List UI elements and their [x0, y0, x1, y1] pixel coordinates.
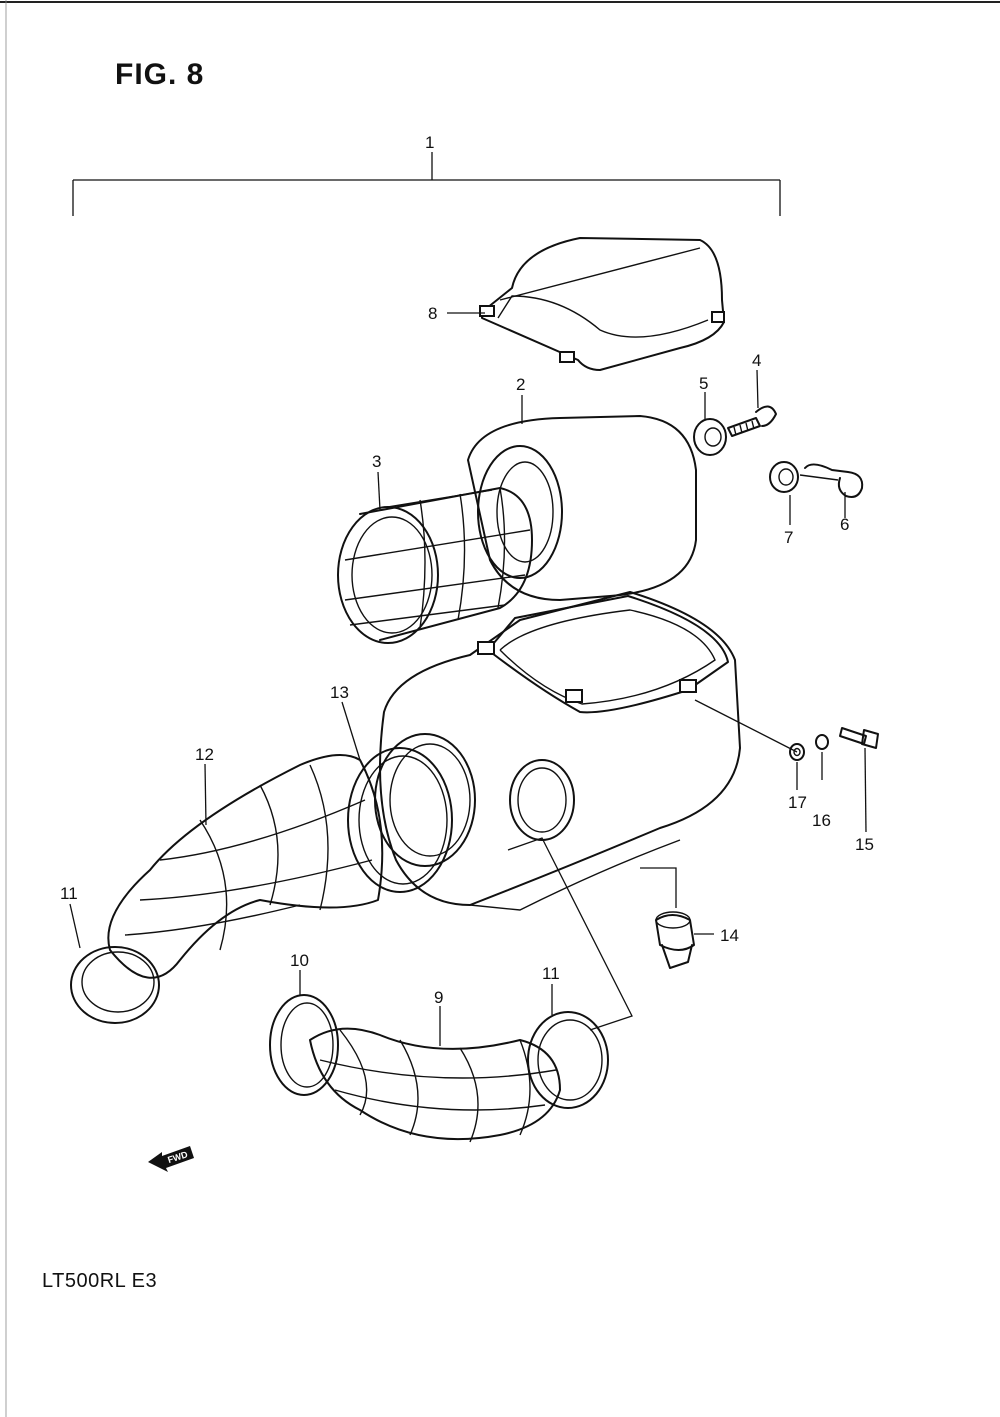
part-10-clamp[interactable] — [269, 994, 339, 1096]
callout-7: 7 — [784, 528, 793, 547]
callout-5: 5 — [699, 374, 708, 393]
part-8-cap[interactable] — [479, 237, 725, 371]
callout-17: 17 — [788, 793, 807, 812]
part-11-clamp-right[interactable] — [527, 1011, 609, 1109]
model-code: LT500RL E3 — [42, 1270, 158, 1292]
callout-13: 13 — [330, 683, 349, 702]
callout-14: 14 — [720, 926, 739, 945]
callout-16: 16 — [812, 811, 831, 830]
part-7-washer[interactable] — [769, 461, 799, 493]
callout-1: 1 — [425, 133, 434, 152]
figure-title: FIG. 8 — [115, 58, 205, 91]
air-cleaner-case[interactable] — [374, 591, 741, 911]
part-17-washer[interactable] — [789, 743, 805, 761]
part-9-outlet-duct[interactable] — [309, 1027, 561, 1143]
callout-6: 6 — [840, 515, 849, 534]
part-4-wing-bolt[interactable] — [727, 405, 777, 437]
leader-lines — [69, 312, 867, 1046]
callout-11-right: 11 — [542, 964, 560, 983]
part-15-bolt[interactable] — [839, 727, 879, 749]
callout-11-left: 11 — [60, 884, 78, 903]
callout-12: 12 — [195, 745, 214, 764]
part-5-grommet[interactable] — [693, 418, 727, 456]
part-2-filter-element[interactable] — [467, 415, 697, 601]
callout-4: 4 — [752, 351, 761, 370]
part-3-filter-cage[interactable] — [337, 487, 533, 644]
callout-15: 15 — [855, 835, 874, 854]
callout-8: 8 — [428, 304, 437, 323]
part-13-clamp-ring[interactable] — [347, 747, 453, 893]
part-6-clip[interactable] — [799, 463, 864, 498]
part-12-intake-duct[interactable] — [70, 754, 384, 1024]
part-14-drain-plug[interactable] — [655, 911, 695, 969]
assembly-bracket — [72, 152, 781, 216]
callout-2: 2 — [516, 375, 525, 394]
fwd-arrow-icon: FWD — [148, 1146, 194, 1172]
callout-10: 10 — [290, 951, 309, 970]
part-16-lock-washer[interactable] — [815, 734, 829, 750]
callout-3: 3 — [372, 452, 381, 471]
callout-9: 9 — [434, 988, 443, 1007]
